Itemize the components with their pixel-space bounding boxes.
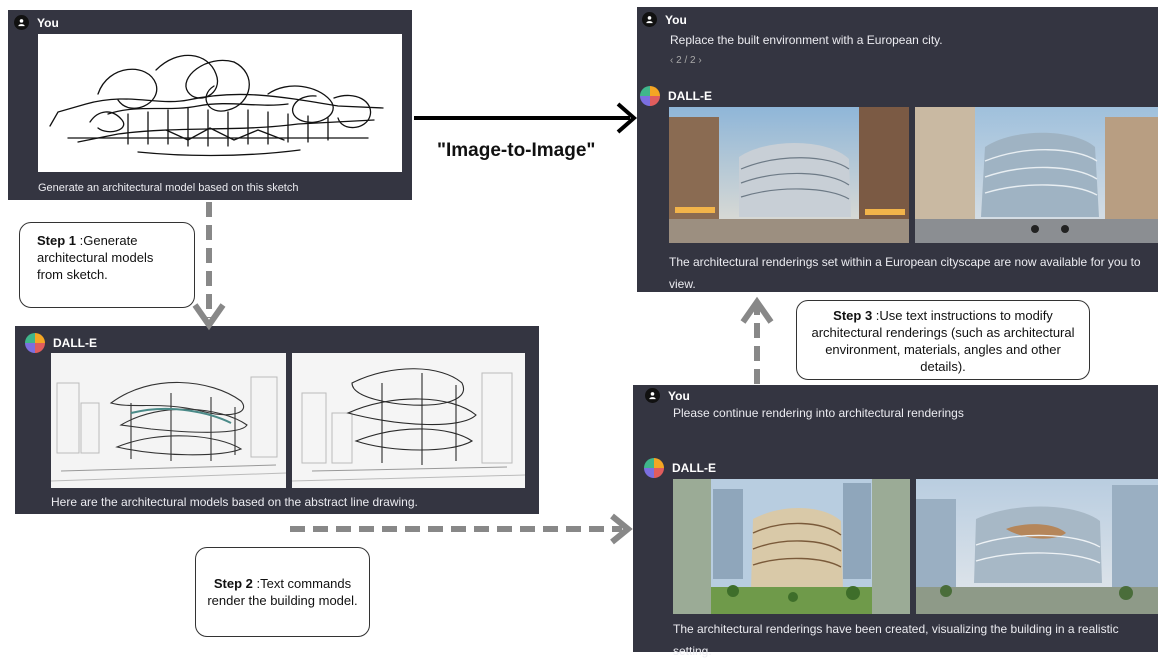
- dalle-avatar-icon: [640, 86, 660, 106]
- realistic-render-1: [673, 479, 910, 614]
- step-2-callout: Step 2 :Text commands render the buildin…: [195, 547, 370, 637]
- dalle-avatar-icon: [25, 333, 45, 353]
- chat-panel-european-city: You Replace the built environment with a…: [637, 7, 1158, 292]
- user-prompt-text: Replace the built environment with a Eur…: [670, 33, 943, 47]
- european-city-render-2: [915, 107, 1158, 243]
- dalle-avatar-icon: [644, 458, 664, 478]
- image-to-image-arrow-head: [616, 102, 638, 134]
- sketch-image: [38, 34, 402, 172]
- step2-arrow-head: [610, 513, 633, 545]
- chat-panel-renderings: You Please continue rendering into archi…: [633, 385, 1158, 658]
- user-avatar-icon: [642, 12, 657, 27]
- chat-panel-sketch: You Generate an architectural model base…: [8, 10, 412, 200]
- step-3-callout: Step 3 :Use text instructions to modify …: [796, 300, 1090, 380]
- realistic-render-2: [916, 479, 1158, 614]
- user-name: You: [668, 388, 690, 403]
- assistant-response-text: Here are the architectural models based …: [51, 495, 418, 509]
- step-1-callout: Step 1 :Generate architectural models fr…: [19, 222, 195, 308]
- model-image-2: [292, 353, 525, 488]
- step-3-label: Step 3: [833, 308, 873, 323]
- step1-arrow-head: [192, 303, 226, 331]
- assistant-name: DALL-E: [668, 89, 712, 103]
- assistant-name: DALL-E: [672, 461, 716, 475]
- model-image-1: [51, 353, 286, 488]
- assistant-name: DALL-E: [53, 336, 97, 350]
- response-pager[interactable]: ‹ 2 / 2 ›: [670, 55, 702, 66]
- assistant-response-text: The architectural renderings set within …: [669, 255, 1141, 291]
- image-to-image-label: "Image-to-Image": [437, 140, 596, 161]
- user-prompt-text: Please continue rendering into architect…: [673, 406, 964, 420]
- user-prompt-text: Generate an architectural model based on…: [38, 182, 299, 194]
- chat-panel-models: DALL-E: [15, 326, 539, 514]
- european-city-render-1: [669, 107, 909, 243]
- step-2-label: Step 2: [213, 576, 253, 591]
- user-avatar-icon: [645, 388, 660, 403]
- step-3-text: :Use text instructions to modify archite…: [811, 308, 1075, 374]
- step-1-text: :Generate architectural models from sket…: [37, 233, 154, 282]
- user-avatar-icon: [14, 15, 29, 30]
- user-name: You: [37, 15, 59, 30]
- step3-arrow-head: [740, 296, 774, 324]
- step-2-text: :Text commands render the building model…: [207, 576, 358, 608]
- user-name: You: [665, 12, 687, 27]
- step-1-label: Step 1: [37, 233, 77, 248]
